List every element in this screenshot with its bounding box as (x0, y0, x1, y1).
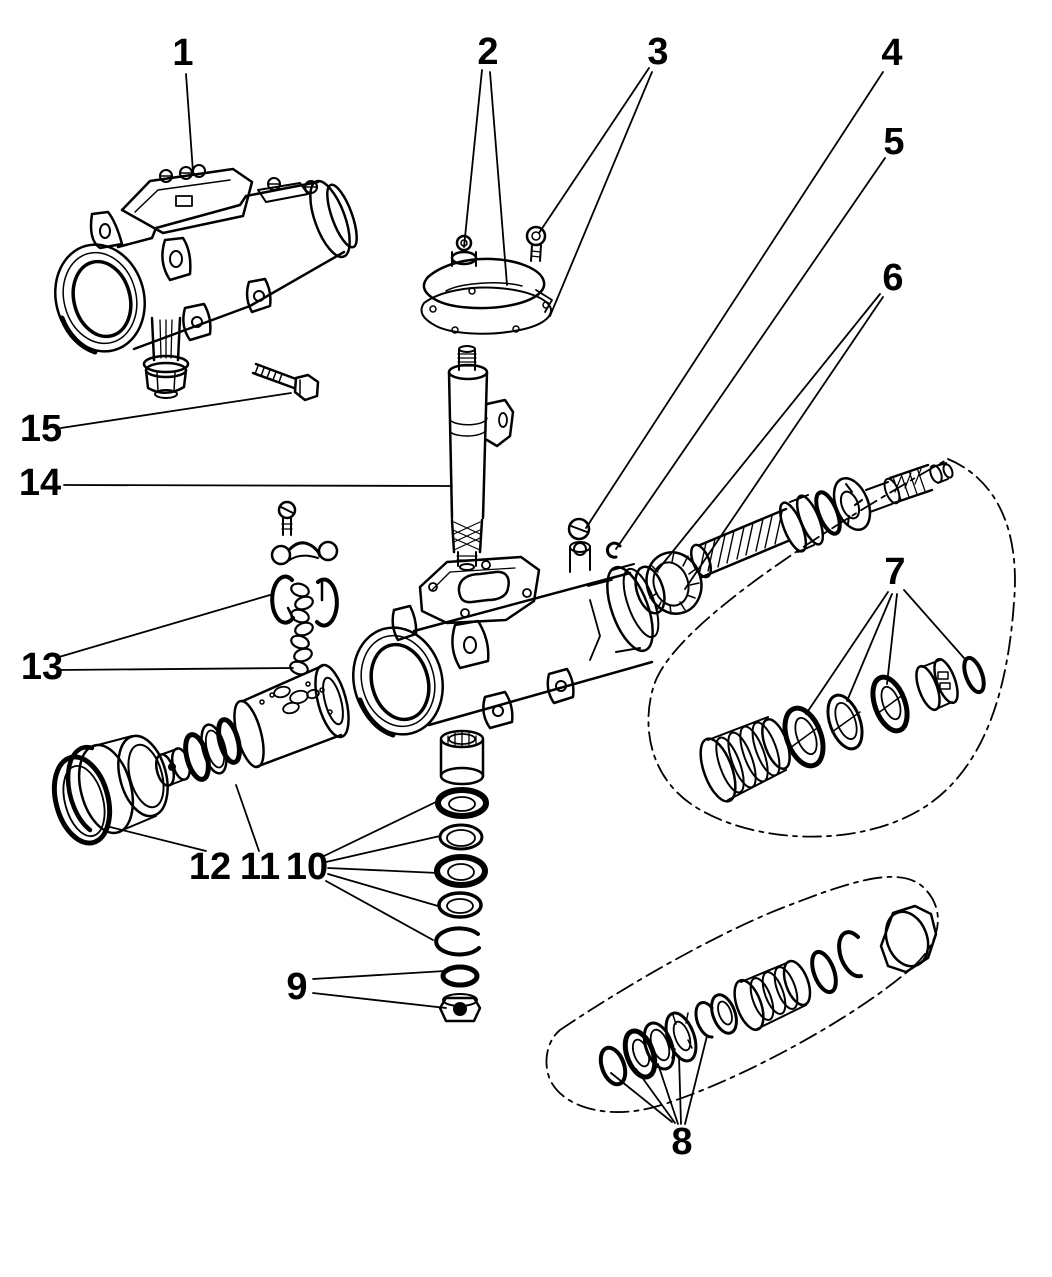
callout-9: 9 (286, 966, 308, 1008)
worm-shaft-group (689, 462, 954, 579)
callout-6: 6 (882, 257, 904, 299)
clip-spring-group-13 (270, 500, 339, 676)
callout-7: 7 (884, 551, 906, 593)
callout-13: 13 (20, 646, 64, 688)
callout-4: 4 (881, 32, 903, 74)
assembled-gear-group (54, 164, 358, 399)
top-cover-group (420, 225, 553, 335)
reference-loop-8 (545, 876, 939, 1113)
callout-2: 2 (477, 31, 499, 73)
callout-10: 10 (285, 846, 329, 888)
input-shaft-group (447, 345, 515, 571)
callout-3: 3 (647, 31, 669, 73)
seal-stack-10-group (434, 729, 489, 957)
housing-group (352, 517, 660, 738)
mounting-bolt-15 (251, 362, 320, 402)
callout-1: 1 (172, 32, 194, 74)
callout-5: 5 (883, 121, 905, 163)
seal-kit-7-group (699, 655, 986, 803)
reference-loop-7 (647, 458, 1016, 838)
callout-12: 12 (188, 846, 232, 888)
callout-8: 8 (671, 1121, 693, 1163)
callout-14: 14 (18, 462, 62, 504)
callout-15: 15 (19, 408, 63, 450)
seal-kit-8-group (598, 904, 938, 1087)
callout-11: 11 (239, 846, 281, 888)
leader-lines (58, 67, 965, 1125)
locknut-group-9 (438, 964, 482, 1023)
piston-group (51, 663, 350, 846)
